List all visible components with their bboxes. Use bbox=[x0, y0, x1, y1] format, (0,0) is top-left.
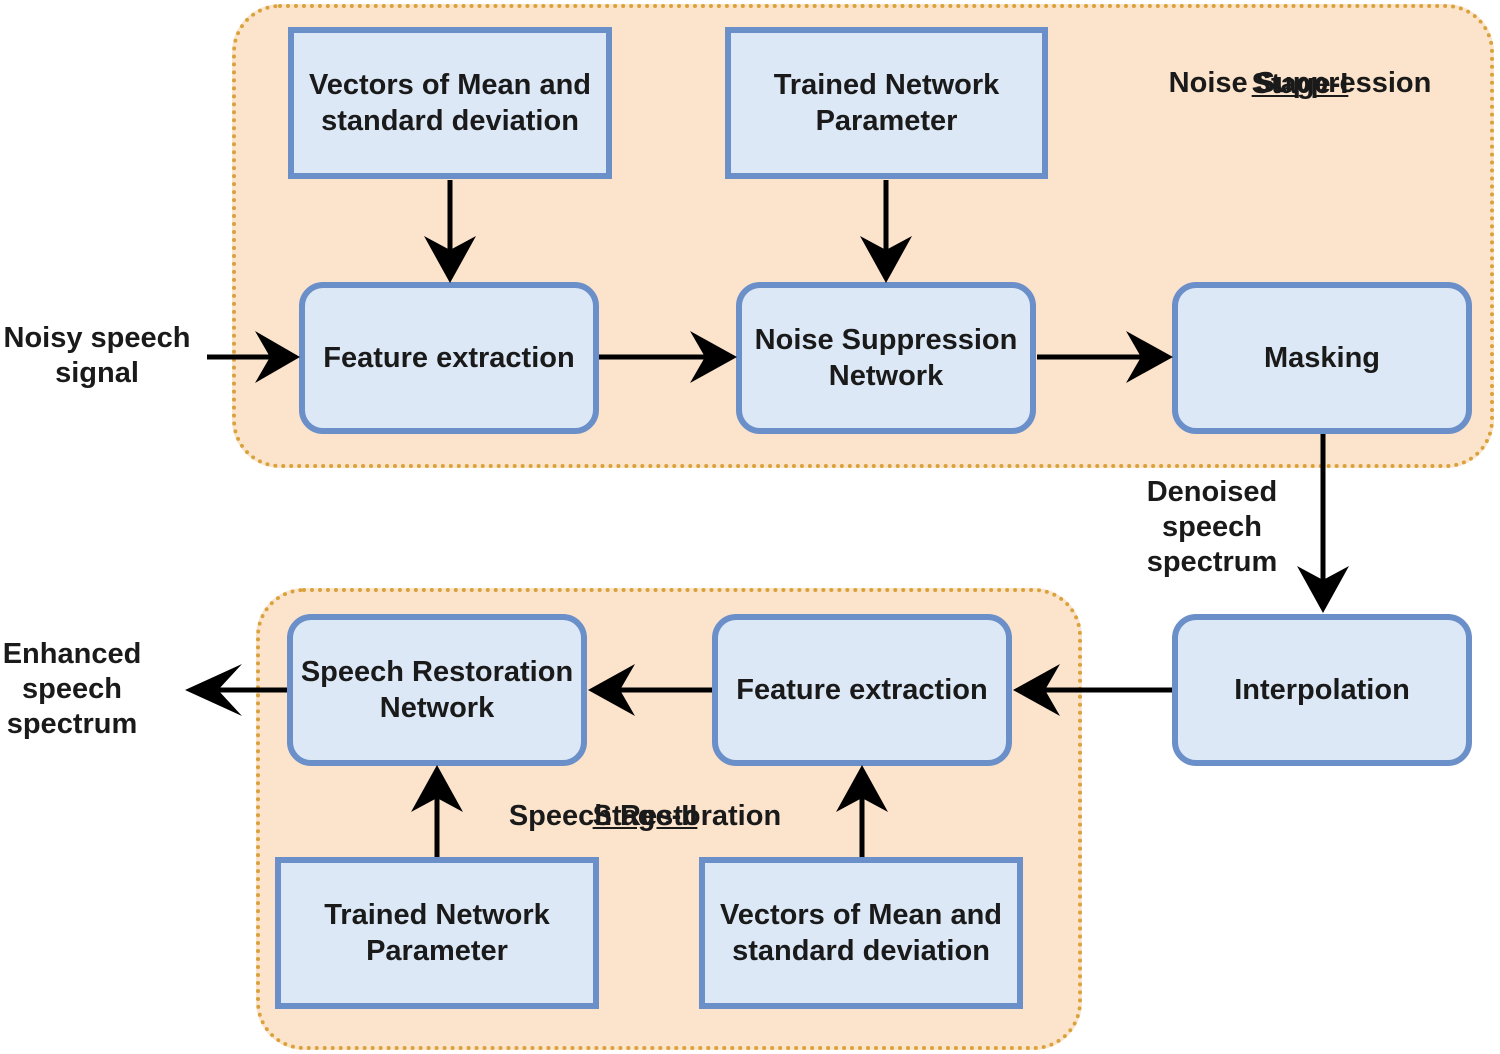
stage-1-vectors-box: Vectors of Mean and standard deviation bbox=[288, 27, 612, 179]
arrowhead-input bbox=[255, 331, 300, 383]
stage-1-subtitle: Noise Suppression bbox=[1168, 67, 1432, 99]
stage-2-subtitle: Speech Restoration bbox=[508, 800, 782, 832]
input-label: Noisy speech signal bbox=[3, 322, 191, 389]
denoised-label: Denoised speech spectrum bbox=[1146, 476, 1278, 578]
arrowhead-output bbox=[185, 664, 242, 716]
arrowhead-vectors bbox=[424, 236, 476, 283]
noise-suppression-network-box: Noise Suppression Network bbox=[736, 282, 1036, 434]
stage-2-title: Stage-II bbox=[592, 800, 698, 832]
arrowhead-feature bbox=[690, 331, 737, 383]
arrowhead-trained bbox=[860, 236, 912, 283]
stage-2-vectors-box: Vectors of Mean and standard deviation bbox=[699, 857, 1023, 1009]
arrowhead-masking bbox=[1297, 566, 1349, 613]
arrowhead-trained-2 bbox=[411, 765, 463, 812]
stage-1-title: Stage-I bbox=[1251, 68, 1349, 100]
arrowhead-feature-2 bbox=[588, 664, 635, 716]
output-label: Enhanced speech spectrum bbox=[2, 638, 142, 740]
masking-box: Masking bbox=[1172, 282, 1472, 434]
stage-1-trained-params-box: Trained Network Parameter bbox=[725, 27, 1048, 179]
interpolation-box: Interpolation bbox=[1172, 614, 1472, 766]
arrowhead-network bbox=[1126, 331, 1173, 383]
arrowhead-vectors-2 bbox=[836, 765, 888, 812]
stage-2-trained-params-box: Trained Network Parameter bbox=[275, 857, 599, 1009]
stage-2-feature-extraction-box: Feature extraction bbox=[712, 614, 1012, 766]
stage-1-feature-extraction-box: Feature extraction bbox=[299, 282, 599, 434]
speech-restoration-network-box: Speech Restoration Network bbox=[287, 614, 587, 766]
arrowhead-interpolation bbox=[1013, 664, 1060, 716]
